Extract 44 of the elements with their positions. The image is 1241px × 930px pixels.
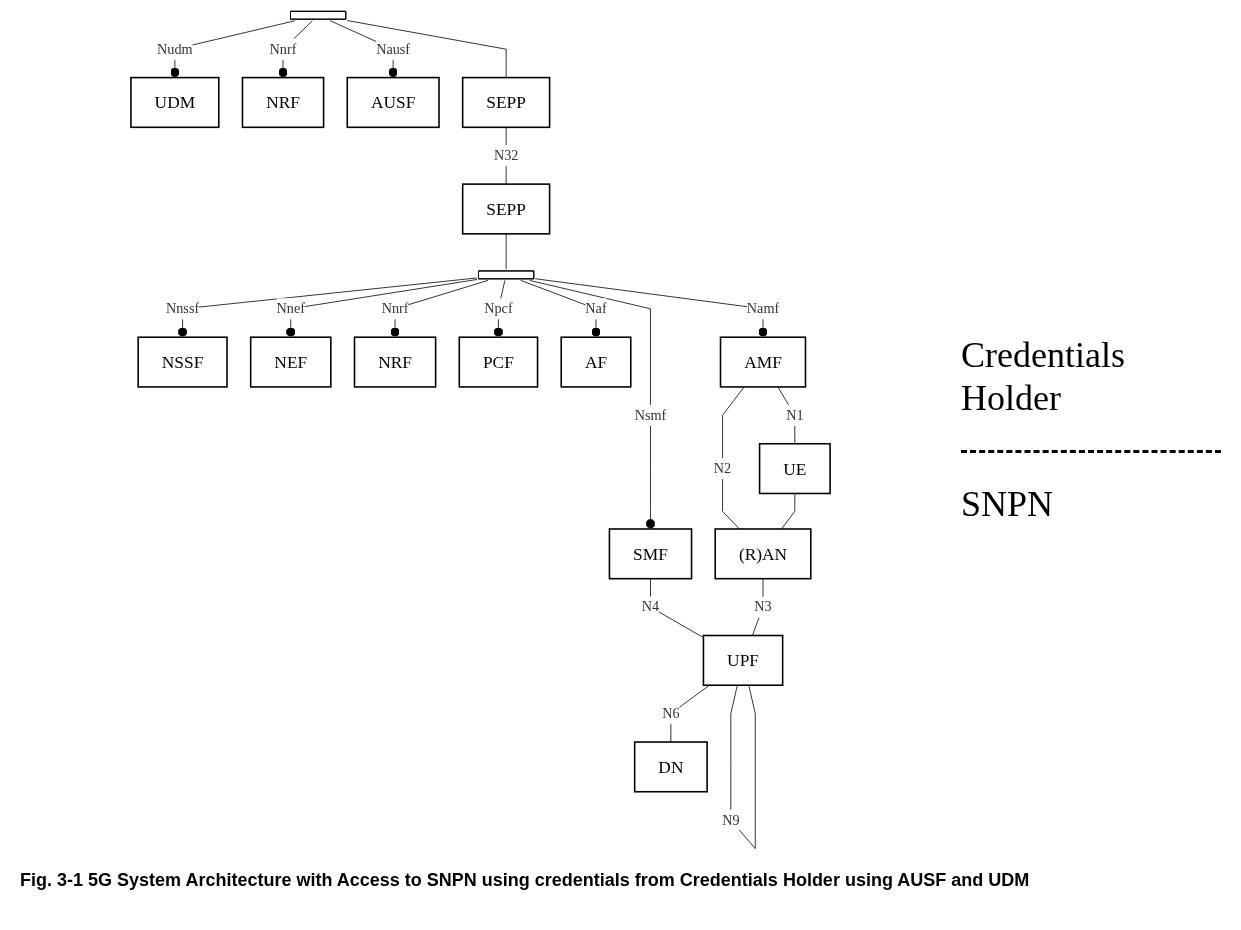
node-box: AF [560,336,632,388]
node-box: AMF [719,336,807,388]
edge-label: Nnssf [166,300,200,317]
connector [722,386,745,530]
edge-label: Nausf [376,40,411,57]
edge-label: N2 [713,460,732,477]
node-box: SEPP [461,183,551,235]
connector [670,684,710,743]
node-box: NSSF [137,336,228,388]
edge-label: Nnef [276,300,305,317]
node-box: (R)AN [714,528,812,580]
region-label: Credentials Holder [961,333,1126,420]
edge-label: Npcf [484,300,513,317]
node-box: PCF [458,336,539,388]
connector [346,20,507,78]
edge-label: N32 [493,147,519,164]
connector [777,386,796,445]
node-box: SMF [608,528,693,580]
edge-label: N3 [754,598,772,615]
node-box: AUSF [346,76,440,129]
node-box: UE [758,442,831,495]
edge-label: N1 [786,407,804,423]
edge-label: Nnrf [269,40,297,57]
connector [650,578,704,638]
node-box: DN [633,741,708,793]
connector [505,233,507,270]
edge-label: Nnrf [381,300,409,317]
node-box: SEPP [461,76,551,129]
edge-label: N9 [722,811,740,828]
edge-label: N6 [662,705,680,722]
edge-label: N4 [641,598,660,615]
edge-label: Namf [746,300,780,317]
connector [730,684,756,849]
edge-label: Naf [585,300,607,317]
node-box: UPF [702,634,784,686]
edge-label: Nudm [157,40,193,57]
node-box: UDM [130,76,220,129]
node-box: NRF [353,336,437,388]
edge-label: Nsmf [634,407,667,423]
figure-caption: Fig. 3-1 5G System Architecture with Access to SNPN using credentials from Credentials Holder using AUSF and UDM [19,869,1031,892]
connector [781,493,796,530]
node-box: NRF [241,76,325,129]
node-box: NEF [249,336,332,388]
region-label: SNPN [961,483,1055,527]
